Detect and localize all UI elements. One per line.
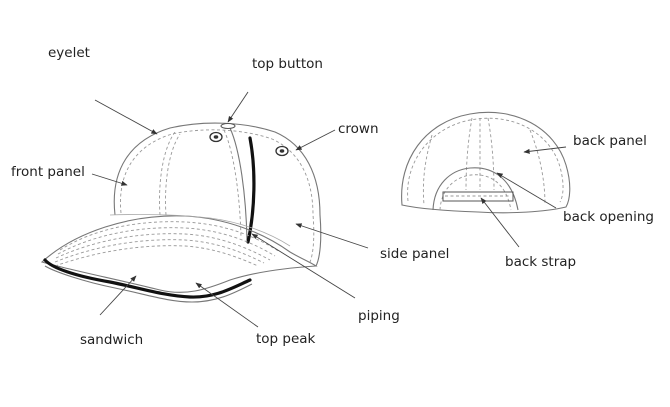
- leader-front-panel: [91, 173, 128, 186]
- leader-eyelet: [94, 99, 158, 135]
- leader-crown: [295, 129, 336, 151]
- label-front-panel: front panel: [11, 164, 85, 180]
- leader-back-panel: [523, 146, 567, 154]
- back-cap-illustration: [401, 111, 571, 214]
- label-top-peak: top peak: [256, 331, 316, 347]
- eyelet-side: [275, 145, 289, 157]
- label-back-opening: back opening: [563, 209, 654, 225]
- leader-back-opening: [496, 172, 557, 209]
- visor-outline: [40, 215, 318, 293]
- label-crown: crown: [338, 121, 379, 137]
- piping-line: [246, 136, 256, 244]
- leader-top-button: [227, 91, 249, 123]
- label-top-button: top button: [252, 56, 323, 72]
- leader-lines: [91, 91, 567, 328]
- label-sandwich: sandwich: [80, 332, 143, 348]
- back-opening-arch: [432, 167, 519, 211]
- leader-piping: [251, 233, 356, 299]
- crown-stitching: [120, 129, 315, 263]
- back-strap-band: [442, 191, 514, 202]
- labels: eyelet top button crown front panel side…: [11, 45, 654, 348]
- label-back-panel: back panel: [573, 133, 647, 149]
- label-eyelet: eyelet: [48, 45, 90, 61]
- sandwich-edge: [43, 258, 252, 299]
- label-side-panel: side panel: [380, 246, 449, 262]
- eyelet-front: [209, 131, 223, 143]
- leader-sandwich: [99, 275, 137, 316]
- top-button-shape: [220, 123, 236, 129]
- label-piping: piping: [358, 308, 400, 324]
- front-cap-illustration: [40, 122, 322, 303]
- label-back-strap: back strap: [505, 254, 576, 270]
- leader-back-strap: [480, 197, 520, 248]
- crown-outline: [113, 122, 322, 267]
- back-crown-outline: [401, 111, 571, 214]
- leader-side-panel: [295, 223, 369, 249]
- leader-top-peak: [195, 282, 259, 328]
